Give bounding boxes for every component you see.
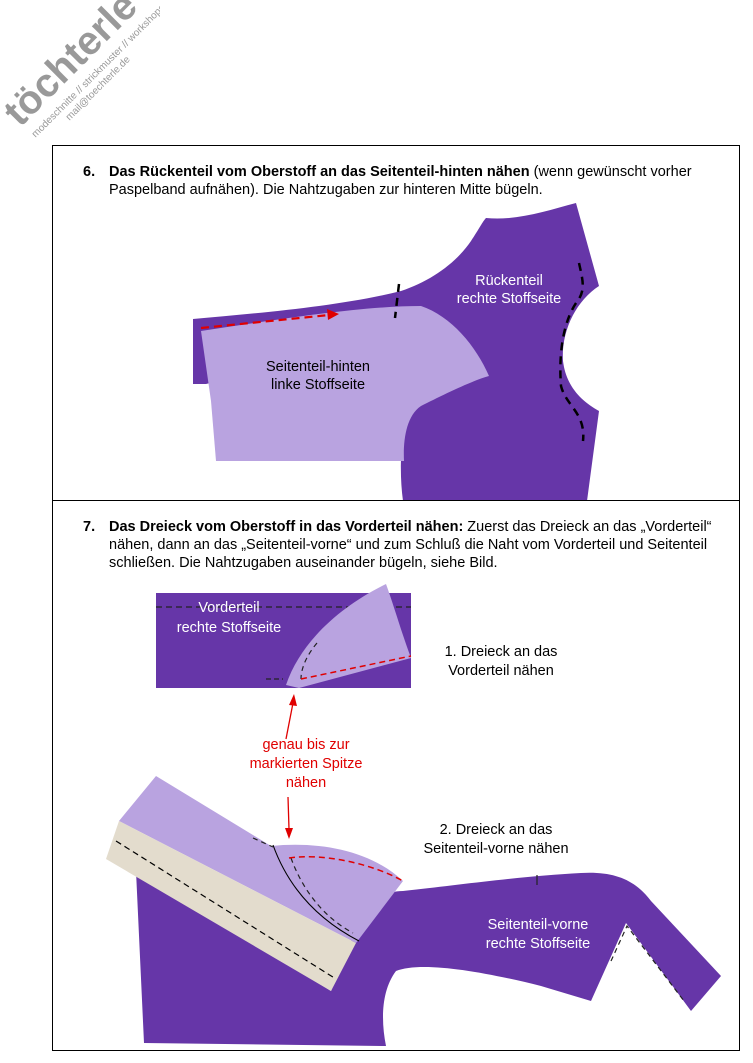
arrow-up-red [285,702,294,740]
label-seitenteil-vorne: Seitenteil-vorne [488,917,589,933]
instruction-1-line1: 1. Dreieck an das [445,644,558,660]
arrow-head-icon [327,309,339,320]
arrow-down-red [287,796,290,830]
instruction-2-line2: Seitenteil-vorne nähen [423,841,568,857]
seam-line-back-center [559,262,585,442]
label-seitenteil-hinten: Seitenteil-hinten [266,359,370,375]
step-6-illustration: Rückenteil rechte Stoffseite Seitenteil-… [193,203,599,501]
label-vorderteil-side: rechte Stoffseite [177,620,282,636]
instruction-2-line1: 2. Dreieck an das [440,822,553,838]
step-number: 7. [83,519,96,535]
label-vorderteil: Vorderteil [198,600,259,616]
step-6-panel: 6. Das Rückenteil vom Oberstoff an das S… [52,145,740,501]
seam-line-dreieck-bottom-red [288,855,404,882]
step-7-panel: 7. Das Dreieck vom Oberstoff in das Vord… [52,500,740,1051]
seam-line-dreieck [300,642,318,680]
arrow-up-head-icon [289,694,297,706]
label-seitenteil-hinten-side: linke Stoffseite [271,377,365,393]
arrow-down-head-icon [285,828,293,839]
notch-mark [393,283,401,319]
seam-line-interfacing [115,840,337,980]
label-seitenteil-vorne-side: rechte Stoffseite [486,936,591,952]
seam-line-side [610,924,685,1002]
label-rueckenteil-side: rechte Stoffseite [457,291,562,307]
step-6-instruction: 6. Das Rückenteil vom Oberstoff an das S… [83,163,731,199]
instruction-1-line2: Vorderteil nähen [448,663,554,679]
seam-curve-black [272,844,360,942]
seitenteil-vorne-piece [136,871,721,1046]
seam-line-dreieck-red [300,655,412,680]
label-rueckenteil: Rückenteil [475,273,543,289]
stitch-arrow-red [200,313,330,330]
interfacing-band [106,821,356,991]
step-7-instruction: 7. Das Dreieck vom Oberstoff in das Vord… [83,518,731,572]
seitenteil-hinten-piece [201,306,489,461]
step-number: 6. [83,164,96,180]
toechterle-watermark-logo: töchterle modeschnitte // strickmuster /… [0,0,160,140]
step-7-illustration: Vorderteil rechte Stoffseite 1. Dreieck … [106,584,721,1046]
note-line1: genau bis zur [262,737,349,753]
note-line3: nähen [286,775,326,791]
note-line2: markierten Spitze [250,756,363,772]
seam-line-dreieck-bottom [252,837,354,934]
step-text: (wenn gewünscht vorher Paspelband aufnäh… [109,164,692,198]
step-title: Das Rückenteil vom Oberstoff an das Seit… [109,164,530,180]
light-fabric-band [119,776,403,943]
step-title: Das Dreieck vom Oberstoff in das Vordert… [109,519,464,535]
step-text: Zuerst das Dreieck an das „Vorderteil“ n… [109,519,712,571]
